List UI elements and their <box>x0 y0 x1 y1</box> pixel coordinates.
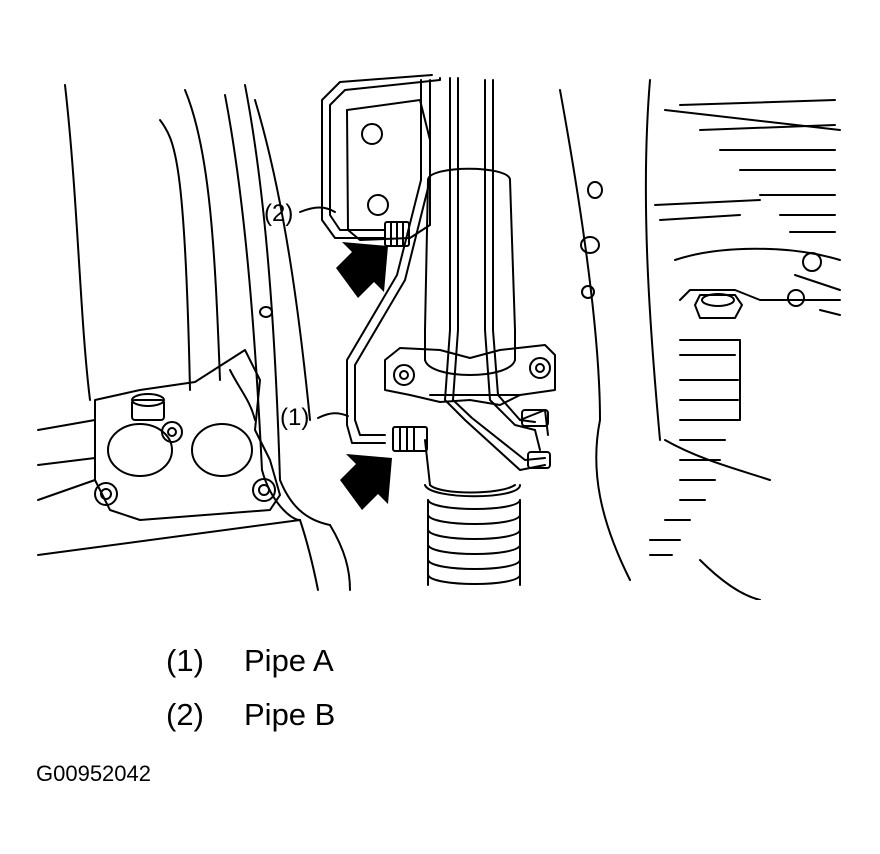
bracket-bolt <box>161 421 183 443</box>
figure-id: G00952042 <box>36 761 151 786</box>
rubber-boot <box>424 484 521 586</box>
callout-1-leader <box>317 412 349 419</box>
bracket-bolt <box>94 482 118 506</box>
legend-marker: (1) <box>166 643 204 678</box>
legend-item-pipe-a: (1) Pipe A <box>166 644 334 678</box>
mounting-bracket <box>37 349 281 521</box>
callout-pipe-b-marker: (2) <box>264 200 294 227</box>
legend-item-pipe-b: (2) Pipe B <box>166 698 335 732</box>
legend-label: Pipe B <box>244 697 336 732</box>
pipe-b <box>321 74 441 239</box>
steering-gear-pipe-diagram <box>37 74 841 600</box>
pipe-b-flare-nut <box>384 221 410 247</box>
bracket-bolt <box>131 393 165 421</box>
callout-pipe-a-marker: (1) <box>280 404 310 431</box>
pipe-bracket-plate <box>346 99 431 241</box>
callout-2-leader <box>299 206 336 213</box>
arrow-icon <box>340 454 392 510</box>
pipe-a <box>346 79 431 444</box>
legend-label: Pipe A <box>244 643 334 678</box>
tie-rod-boot <box>649 339 741 556</box>
pressure-lines <box>444 77 549 471</box>
port-fitting <box>521 409 551 469</box>
right-assembly-outline <box>559 79 841 600</box>
right-bolt <box>694 293 743 319</box>
arrow-icon <box>336 242 388 298</box>
right-housing-fins <box>654 99 836 233</box>
body-frame-outline <box>37 84 351 591</box>
body-hole <box>259 181 603 318</box>
legend-marker: (2) <box>166 697 204 732</box>
gearbox-clamp <box>384 344 556 406</box>
right-bolt <box>787 252 822 307</box>
bracket-bolt <box>252 478 276 502</box>
pipe-a-flare-nut <box>392 426 428 452</box>
